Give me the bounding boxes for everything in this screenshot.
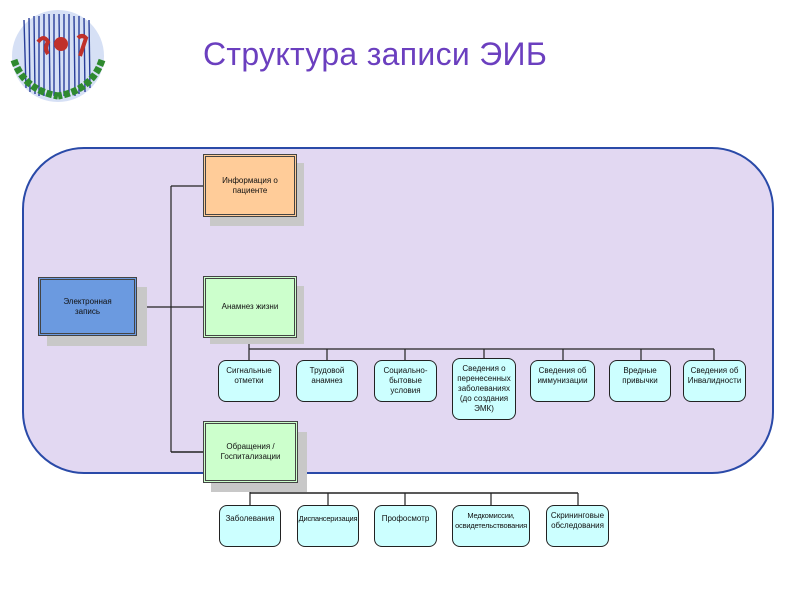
node-patient-info: Информация о пациенте <box>203 154 297 217</box>
leaf-label: Заболевания <box>225 514 275 523</box>
leaf-label: Сведения о перенесенных заболеваниях (до… <box>457 364 511 413</box>
leaf-signal-marks: Сигнальные отметки <box>218 360 280 402</box>
leaf-label: Социально-бытовые условия <box>383 366 428 395</box>
node-visits-hospitalizations: Обращения / Госпитализации <box>203 421 298 483</box>
leaf-label: Вредные привычки <box>622 366 658 385</box>
leaf-past-diseases: Сведения о перенесенных заболеваниях (до… <box>452 358 516 420</box>
node-label: Обращения / Госпитализации <box>220 442 281 461</box>
university-emblem-icon <box>6 8 110 104</box>
node-life-anamnesis: Анамнез жизни <box>203 276 297 338</box>
leaf-label: Профосмотр <box>381 514 430 523</box>
leaf-label: Сведения об иммунизации <box>537 366 588 385</box>
leaf-label: Медкомиссии, освидетельствования <box>455 511 527 530</box>
leaf-dispensarization: Диспансеризация <box>297 505 359 547</box>
leaf-bad-habits: Вредные привычки <box>609 360 671 402</box>
leaf-work-history: Трудовой анамнез <box>296 360 358 402</box>
leaf-label: Сигнальные отметки <box>226 366 272 385</box>
leaf-screening: Скрининговые обследования <box>546 505 609 547</box>
leaf-label: Скрининговые обследования <box>550 511 605 530</box>
diagram-frame <box>22 147 774 474</box>
node-label: Информация о пациенте <box>222 175 278 195</box>
node-label: Анамнез жизни <box>221 302 279 311</box>
leaf-living-conditions: Социально-бытовые условия <box>374 360 437 402</box>
leaf-medical-commissions: Медкомиссии, освидетельствования <box>452 505 530 547</box>
leaf-label: Сведения об Инвалидности <box>687 366 742 385</box>
node-root-electronic-record: Электронная запись <box>38 277 137 336</box>
leaf-checkup: Профосмотр <box>374 505 437 547</box>
leaf-label: Диспансеризация <box>298 514 358 523</box>
leaf-disability: Сведения об Инвалидности <box>683 360 746 402</box>
slide-title: Структура записи ЭИБ <box>203 36 548 72</box>
leaf-label: Трудовой анамнез <box>309 366 345 385</box>
leaf-immunization: Сведения об иммунизации <box>530 360 595 402</box>
leaf-diseases: Заболевания <box>219 505 281 547</box>
node-label: Электронная запись <box>63 296 112 316</box>
